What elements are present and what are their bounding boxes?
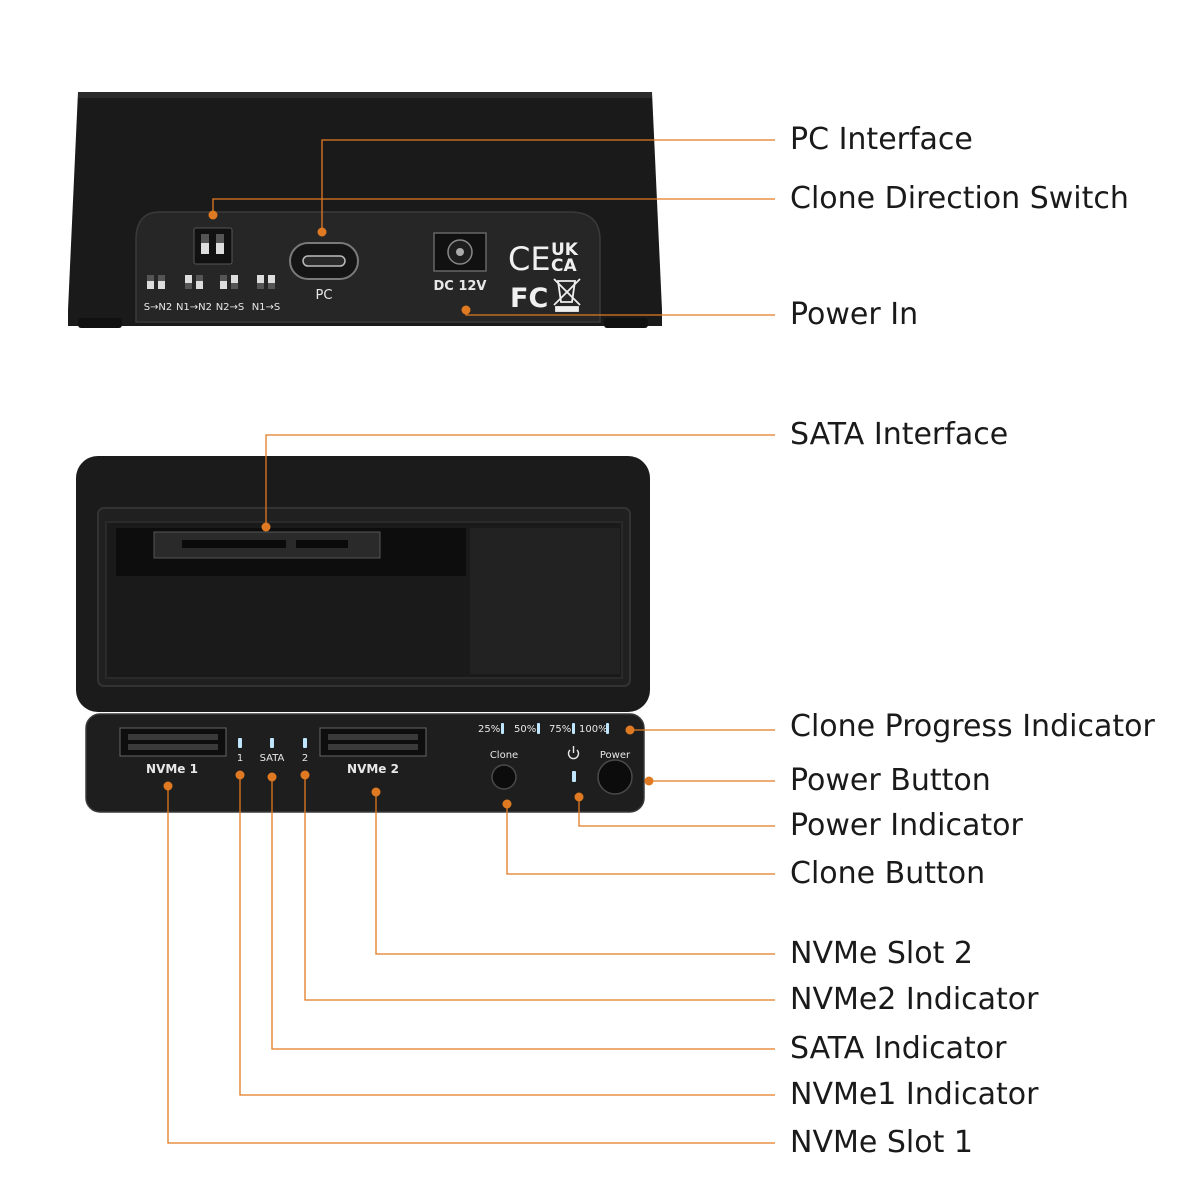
dot-nvme-slot-2 <box>371 787 381 797</box>
switch-mode-label-1: S→N2 <box>144 302 173 313</box>
power-led <box>572 771 576 782</box>
dip-switch-icon <box>193 227 233 265</box>
rear-foot-left <box>78 318 122 328</box>
dc-port-label: DC 12V <box>433 279 486 294</box>
nvme2-led <box>303 738 307 748</box>
callout-power-in: Power In <box>790 297 919 332</box>
dot-nvme-slot-1 <box>163 781 173 791</box>
power-symbol-icon <box>567 746 580 760</box>
dot-clone-button <box>502 799 512 809</box>
clone-button[interactable] <box>491 764 517 790</box>
progress-25-led <box>501 723 504 734</box>
power-button[interactable] <box>597 759 633 795</box>
dot-sata-indicator <box>267 772 277 782</box>
usb-c-port-icon <box>289 242 359 280</box>
nvme2-led-label: 2 <box>302 753 308 764</box>
fcc-mark: FC <box>510 283 548 314</box>
ce-mark: CE <box>508 240 551 278</box>
progress-100-label: 100% <box>579 724 608 735</box>
weee-bin-icon <box>553 278 581 312</box>
dot-power-button <box>644 776 654 786</box>
pc-port-label: PC <box>316 288 333 303</box>
callout-clone-button: Clone Button <box>790 856 986 891</box>
progress-75-label: 75% <box>549 724 571 735</box>
switch-mode-diagrams <box>147 275 275 289</box>
dot-sata-interface <box>261 522 271 532</box>
sata-led <box>270 738 274 748</box>
dot-clone-progress-indicator <box>625 725 635 735</box>
callout-leaders <box>167 139 775 1144</box>
power-button-label: Power <box>600 750 631 761</box>
dc-jack-icon <box>433 232 487 272</box>
callout-nvme-slot-1: NVMe Slot 1 <box>790 1125 973 1160</box>
ca-mark: CA <box>551 256 577 276</box>
callout-power-indicator: Power Indicator <box>790 808 1023 843</box>
callout-pc-interface: PC Interface <box>790 122 973 157</box>
dot-power-indicator <box>574 792 584 802</box>
callout-nvme1-indicator: NVMe1 Indicator <box>790 1077 1039 1112</box>
callout-clone-direction-switch: Clone Direction Switch <box>790 181 1129 216</box>
sata-led-label: SATA <box>260 753 285 764</box>
progress-25-label: 25% <box>478 724 500 735</box>
nvme-slot-1-label: NVMe 1 <box>146 762 198 776</box>
nvme-slot-2-label: NVMe 2 <box>347 762 399 776</box>
dot-pc-interface <box>317 227 327 237</box>
progress-50-led <box>537 723 540 734</box>
switch-mode-label-4: N1→S <box>252 302 281 313</box>
nvme-slot-1-icon <box>119 727 227 757</box>
leader-nvme-slot-2 <box>375 792 775 955</box>
rear-top-edge <box>78 92 652 98</box>
clone-button-label: Clone <box>490 750 518 761</box>
leader-clone-direction-switch <box>212 198 775 215</box>
leader-nvme1-indicator <box>239 775 775 1096</box>
callout-dots <box>163 210 654 809</box>
callout-clone-progress-indicator: Clone Progress Indicator <box>790 709 1155 744</box>
nvme-slot-2-icon <box>319 727 427 757</box>
dot-nvme1-indicator <box>235 770 245 780</box>
callout-sata-interface: SATA Interface <box>790 417 1009 452</box>
progress-50-label: 50% <box>514 724 536 735</box>
leader-nvme2-indicator <box>304 775 775 1001</box>
dot-nvme2-indicator <box>300 770 310 780</box>
callout-nvme-slot-2: NVMe Slot 2 <box>790 936 973 971</box>
uk-mark: UK <box>551 240 579 260</box>
nvme1-led <box>238 738 242 748</box>
drive-block <box>470 528 620 674</box>
leader-nvme-slot-1 <box>167 786 775 1144</box>
leader-pc-interface <box>321 139 775 232</box>
rear-view-device: S→N2 N1→N2 N2→S N1→S PC DC 12V CE UK CA … <box>68 92 662 328</box>
leader-clone-button <box>506 804 775 875</box>
callout-sata-indicator: SATA Indicator <box>790 1031 1007 1066</box>
leader-sata-indicator <box>271 777 775 1050</box>
dot-clone-direction-switch <box>208 210 218 220</box>
nvme1-led-label: 1 <box>237 753 243 764</box>
front-view-device: NVMe 1 1 SATA 2 NVMe 2 25% 50% 75% 100% … <box>76 456 650 813</box>
rear-foot-right <box>604 318 648 328</box>
switch-mode-label-3: N2→S <box>216 302 245 313</box>
progress-75-led <box>572 723 575 734</box>
sata-connector-icon <box>153 531 381 559</box>
progress-100-led <box>606 723 609 734</box>
leader-sata-interface <box>265 434 775 527</box>
callout-nvme2-indicator: NVMe2 Indicator <box>790 982 1039 1017</box>
leader-power-indicator <box>578 797 775 827</box>
switch-mode-label-2: N1→N2 <box>176 302 212 313</box>
callout-power-button: Power Button <box>790 763 991 798</box>
dot-power-in <box>461 305 471 315</box>
